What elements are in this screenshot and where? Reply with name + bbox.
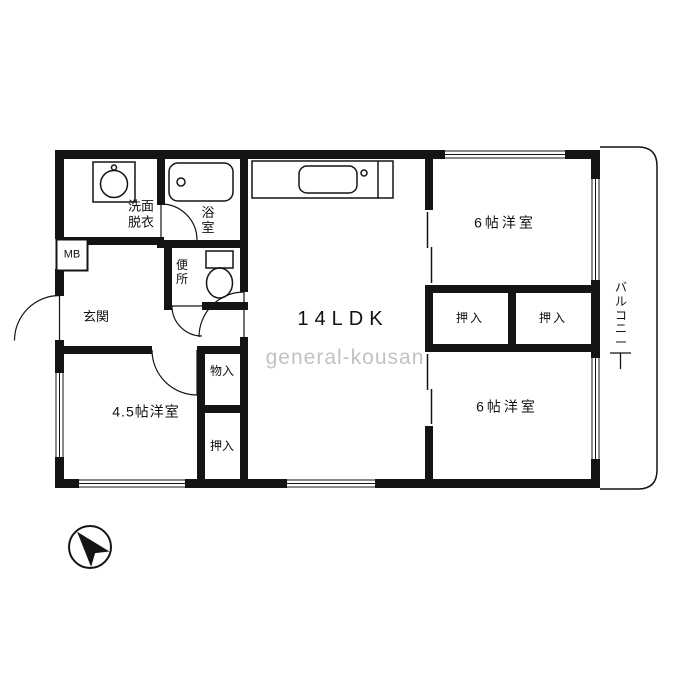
closet-label-top-right: 押入 [538,310,568,325]
meter-box-outline [55,238,89,272]
storage-label: 物入 [209,363,235,378]
door-arcs [13,203,245,396]
western-room-6-bottom-label: 6帖洋室 [476,398,538,415]
kitchen-counter-icon [251,160,394,199]
windows [55,150,600,488]
balcony-partition-mark [610,352,631,369]
sliding-door-marks [426,212,433,424]
balcony-label: バルコニー [614,280,627,350]
toilet-icon [205,250,234,299]
closet-label-bottom: 押入 [209,438,235,453]
western-room-45-label: 4.5帖洋室 [112,403,180,420]
closet-label-top-left: 押入 [455,310,485,325]
bath-label: 浴室 [201,205,215,235]
washbasin-icon [92,161,136,203]
watermark-text: general-kousan [265,346,425,369]
walls [55,150,600,488]
toilet-label: 便所 [175,258,188,286]
north-arrow-icon [68,525,112,569]
meter-box-label: MB [63,248,81,261]
washroom-label: 洗面脱衣 [127,198,154,229]
balcony-outline [600,146,658,490]
western-room-6-top-label: 6帖洋室 [474,214,536,231]
ldk-label: 14LDK [297,308,389,330]
entrance-label: 玄関 [82,309,110,325]
bathtub-icon [168,162,234,202]
